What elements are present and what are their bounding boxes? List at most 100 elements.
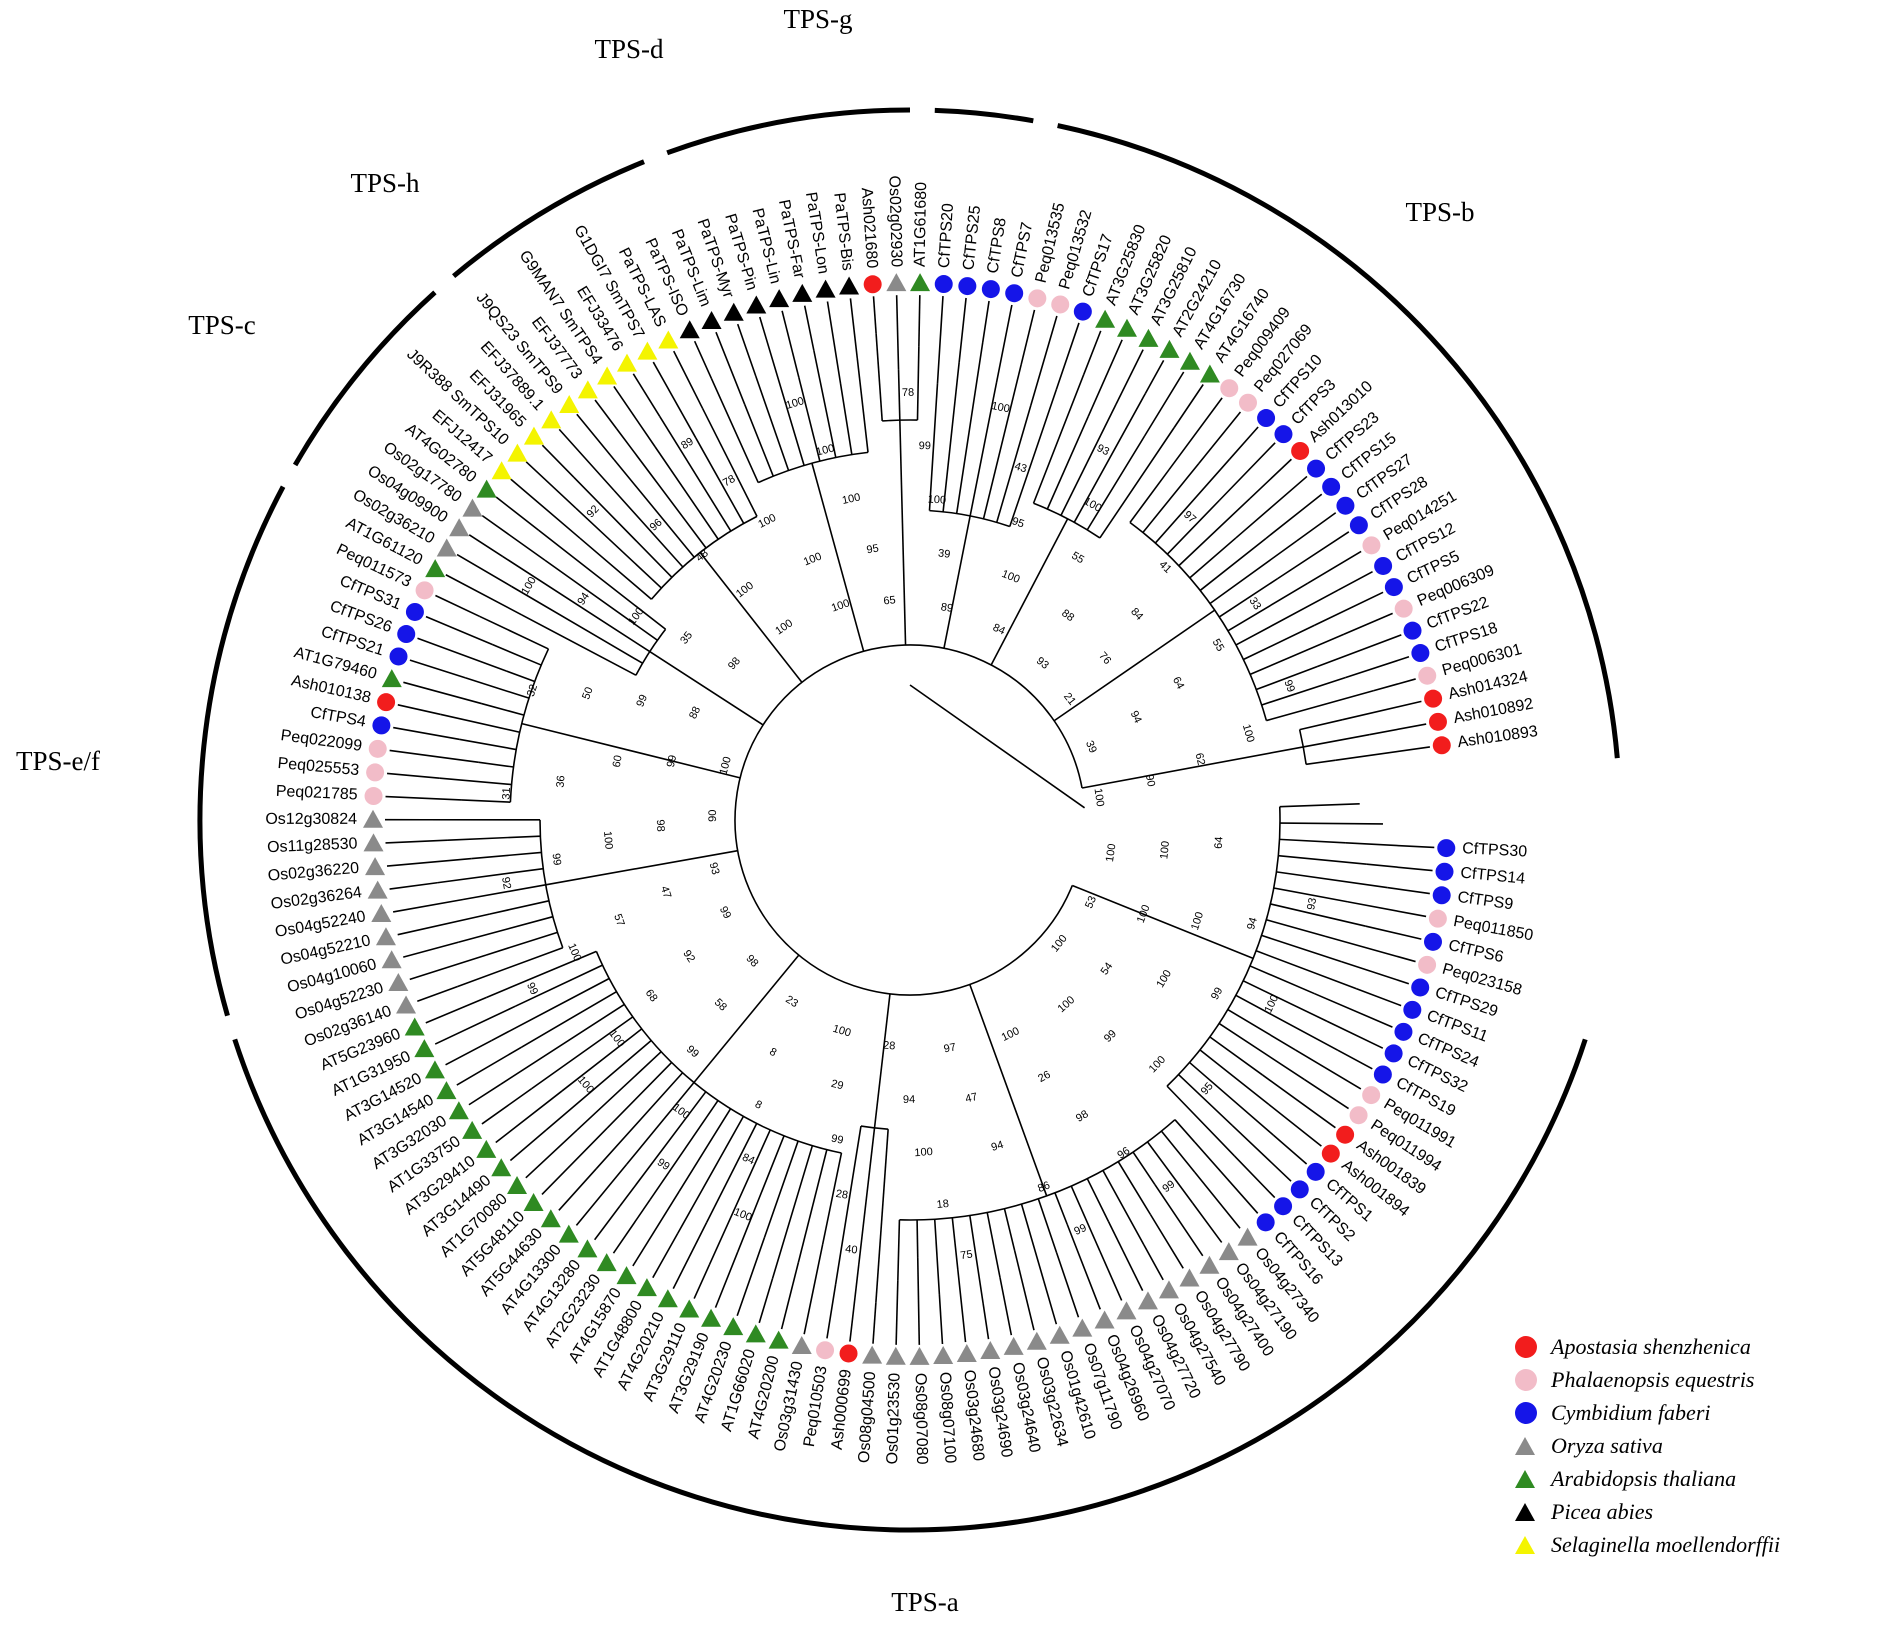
branch-tip bbox=[576, 413, 615, 461]
leaf-marker-circle bbox=[1418, 666, 1437, 685]
leaf-marker-triangle bbox=[1003, 1336, 1024, 1355]
branch-tip bbox=[1337, 1049, 1373, 1070]
branch-tip bbox=[632, 1190, 680, 1267]
branch-radial bbox=[942, 362, 960, 512]
legend-species-name: Oryza sativa bbox=[1551, 1432, 1663, 1458]
bootstrap-label: 100 bbox=[914, 1146, 933, 1159]
clade-label: TPS-b bbox=[1405, 197, 1474, 227]
branch-tip bbox=[434, 1005, 517, 1045]
leaf-marker-circle bbox=[1336, 1125, 1355, 1144]
branch-tip bbox=[1082, 330, 1102, 375]
branch-tip bbox=[1194, 1171, 1241, 1229]
branch-arc bbox=[860, 1125, 889, 1131]
bootstrap-label: 100 bbox=[802, 551, 823, 569]
branch-radial bbox=[1261, 934, 1342, 963]
branch-radial bbox=[1279, 838, 1346, 844]
leaf-marker-circle bbox=[1437, 839, 1456, 858]
branch-radial bbox=[511, 585, 643, 664]
clade-label: TPS-e/f bbox=[16, 746, 100, 776]
leaf-marker-circle bbox=[1374, 556, 1393, 575]
branch-tip bbox=[385, 795, 462, 801]
leaf-label: Ash000699 bbox=[829, 1368, 855, 1450]
bootstrap-label: 95 bbox=[866, 543, 880, 557]
branch-tip bbox=[758, 1278, 774, 1324]
branch-radial bbox=[500, 1003, 625, 1085]
branch-radial bbox=[545, 849, 738, 886]
branch-tip bbox=[425, 996, 487, 1024]
branch-radial bbox=[1249, 633, 1345, 676]
leaf-marker-circle bbox=[816, 1341, 835, 1360]
branch-radial bbox=[873, 993, 891, 1129]
branch-tip bbox=[1030, 315, 1058, 406]
branch-tip bbox=[1272, 1134, 1308, 1165]
branch-tip bbox=[385, 839, 448, 844]
clade-label: TPS-h bbox=[350, 168, 420, 198]
branch-tip bbox=[714, 1251, 739, 1308]
branch-radial bbox=[654, 446, 719, 540]
bootstrap-label: 57 bbox=[611, 912, 626, 928]
branch-radial bbox=[1073, 393, 1146, 523]
bootstrap-label: 84 bbox=[740, 1151, 756, 1167]
branch-radial bbox=[1199, 537, 1267, 592]
branch-radial bbox=[1160, 1130, 1196, 1173]
branch-tip bbox=[445, 1039, 492, 1066]
leaf-marker-circle bbox=[1403, 1000, 1422, 1019]
branch-radial bbox=[969, 984, 1048, 1197]
branch-radial bbox=[1166, 1085, 1236, 1157]
leaf-marker-triangle bbox=[1049, 1325, 1070, 1344]
bootstrap-label: 99 bbox=[919, 440, 931, 452]
branch-tip bbox=[541, 444, 575, 478]
branch-radial bbox=[1303, 733, 1370, 748]
branch-radial bbox=[1305, 759, 1336, 766]
leaf-marker-triangle bbox=[792, 283, 813, 302]
bootstrap-label: 100 bbox=[1000, 1025, 1022, 1044]
leaf-marker-circle bbox=[1322, 477, 1341, 496]
leaf-marker-circle bbox=[839, 1344, 858, 1363]
branch-radial bbox=[1299, 718, 1343, 731]
branch-radial bbox=[1037, 1198, 1058, 1254]
clade-arc bbox=[452, 159, 645, 279]
bootstrap-label: 97 bbox=[943, 1041, 957, 1055]
branch-tip bbox=[672, 1222, 708, 1289]
bootstrap-label: 41 bbox=[1157, 559, 1174, 576]
branch-tip bbox=[1231, 1124, 1292, 1182]
branch-tip bbox=[1262, 1074, 1336, 1129]
bootstrap-label: 100 bbox=[575, 1074, 596, 1096]
branch-tip bbox=[895, 1280, 899, 1345]
branch-radial bbox=[649, 1100, 719, 1201]
leaf-marker-triangle bbox=[886, 273, 907, 292]
bootstrap-label: 89 bbox=[940, 601, 954, 615]
branch-tip bbox=[938, 1294, 944, 1345]
bootstrap-label: 100 bbox=[601, 831, 615, 850]
branch-tip bbox=[409, 954, 487, 981]
branch-radial bbox=[1060, 403, 1117, 516]
branch-radial bbox=[491, 977, 610, 1042]
leaf-marker-circle bbox=[1306, 1162, 1325, 1181]
bootstrap-label: 94 bbox=[990, 1139, 1005, 1154]
bootstrap-label: 99 bbox=[634, 693, 650, 709]
branch-tip bbox=[525, 461, 577, 509]
leaf-marker-circle bbox=[397, 625, 416, 644]
leaf-label: Os03g24680 bbox=[960, 1369, 987, 1462]
bootstrap-label: 100 bbox=[831, 1023, 852, 1040]
leaf-marker-triangle bbox=[933, 1345, 954, 1364]
branch-tip bbox=[593, 1205, 621, 1241]
branch-tip bbox=[403, 941, 459, 958]
bootstrap-label: 100 bbox=[1158, 840, 1172, 859]
bootstrap-label: 100 bbox=[756, 512, 778, 531]
leaf-marker-circle bbox=[1274, 1197, 1293, 1216]
branch-radial bbox=[625, 1082, 695, 1165]
leaf-marker-triangle bbox=[371, 904, 392, 923]
branch-radial bbox=[1279, 822, 1383, 825]
legend-species-name: Cymbidium faberi bbox=[1551, 1399, 1711, 1425]
bootstrap-label: 100 bbox=[1240, 723, 1256, 744]
bootstrap-label: 92 bbox=[499, 876, 513, 890]
branch-tip bbox=[456, 1046, 522, 1086]
bootstrap-label: 40 bbox=[845, 1243, 859, 1256]
root-arc bbox=[734, 644, 1083, 996]
branch-radial bbox=[943, 515, 971, 649]
branch-radial bbox=[579, 537, 652, 600]
branch-tip bbox=[1233, 1155, 1276, 1199]
branch-tip bbox=[1347, 900, 1427, 918]
leaf-marker-circle bbox=[1411, 644, 1430, 663]
